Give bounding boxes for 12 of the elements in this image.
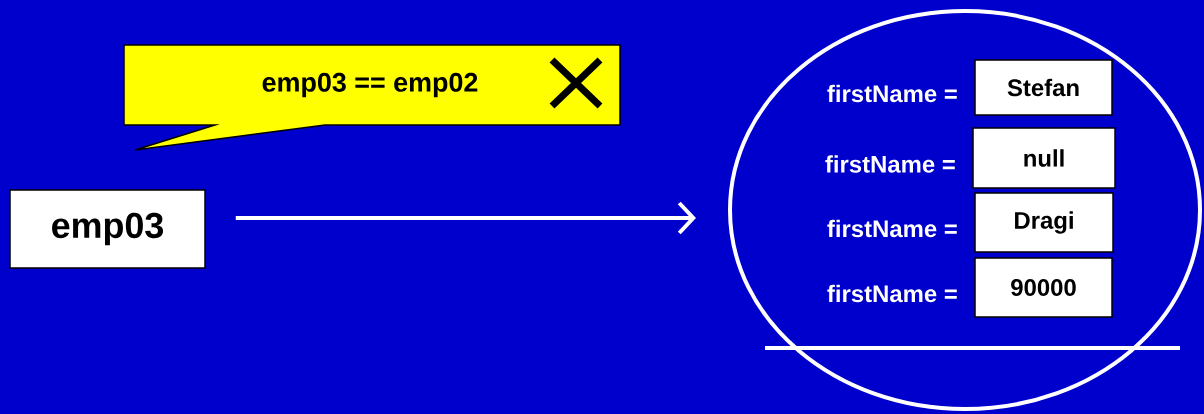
value-box: Stefan [974, 59, 1113, 116]
field-label: firstName = [827, 219, 957, 238]
value-box: Dragi [974, 192, 1114, 253]
field-label: firstName = [825, 155, 955, 173]
speech-callout: emp03 == emp02 [123, 44, 621, 151]
value-box: 90000 [974, 257, 1113, 318]
arrow [235, 201, 696, 235]
variable-box: emp03 [9, 189, 206, 269]
value-box: null [972, 127, 1116, 189]
ellipse [728, 9, 1202, 411]
field-label: firstName = [827, 84, 957, 103]
field-label: firstName = [827, 284, 957, 303]
